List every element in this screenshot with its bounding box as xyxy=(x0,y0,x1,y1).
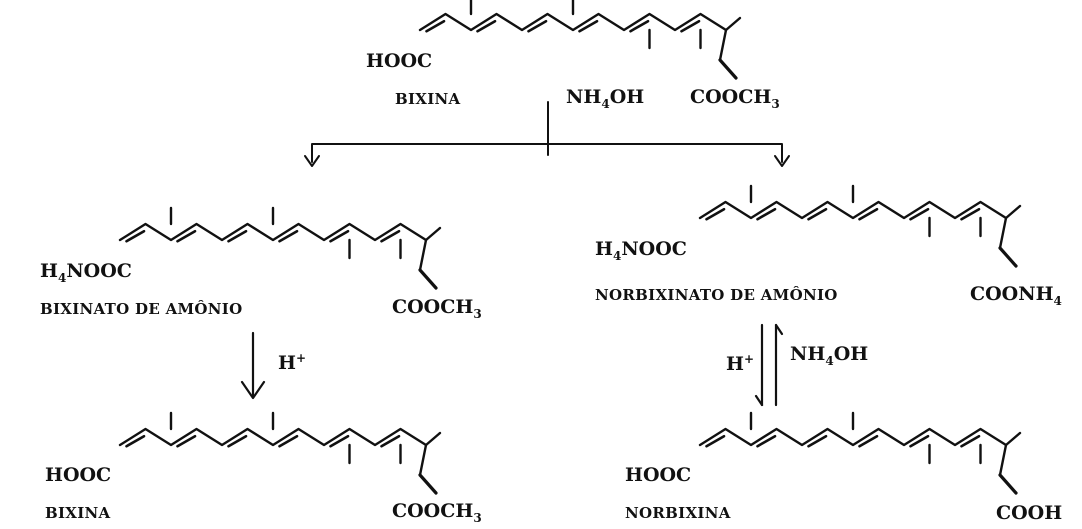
vinyl-bond xyxy=(998,216,1008,250)
double-bond xyxy=(756,207,777,221)
left-mid-ester-group: COOCH3 xyxy=(392,296,482,321)
double-bond xyxy=(380,434,401,448)
left-mid-compound-name: BIXINATO DE AMÔNIO xyxy=(40,300,243,318)
top-ester-group: COOCH3 xyxy=(690,86,780,111)
vinyl-double-bond xyxy=(998,246,1018,268)
double-bond xyxy=(380,229,401,243)
double-bond xyxy=(909,434,930,448)
vinyl-double-bond xyxy=(718,58,738,80)
right-equilibrium-arrows xyxy=(754,323,784,407)
polyene-backbone xyxy=(118,222,428,242)
double-bond xyxy=(125,229,146,243)
vinyl-double-bond xyxy=(418,268,438,290)
double-bond xyxy=(278,434,299,448)
double-bond xyxy=(807,434,828,448)
vinyl-bond xyxy=(718,28,728,62)
right-ammonia-reagent-label: NH4OH xyxy=(790,343,869,368)
split-arrow xyxy=(304,101,790,167)
chain-right-bottom xyxy=(698,411,1022,495)
double-bond xyxy=(756,434,777,448)
right-bottom-compound-name: NORBIXINA xyxy=(625,504,731,522)
double-bond xyxy=(125,434,146,448)
double-bond xyxy=(278,229,299,243)
right-mid-compound-name: NORBIXINATO DE AMÔNIO xyxy=(595,286,838,304)
double-bond xyxy=(527,19,548,33)
double-bond xyxy=(858,434,879,448)
left-mid-acid-group: H4NOOC xyxy=(40,260,132,285)
terminal-methyl xyxy=(424,431,442,447)
polyene-backbone xyxy=(418,12,728,32)
left-bottom-ester-group: COOCH3 xyxy=(392,500,482,525)
polyene-backbone xyxy=(698,200,1008,220)
double-bond xyxy=(909,207,930,221)
chain-left-mid xyxy=(118,206,442,290)
double-bond xyxy=(578,19,599,33)
double-bond xyxy=(329,434,350,448)
chain-top xyxy=(418,0,742,80)
double-bond xyxy=(960,434,981,448)
double-bond xyxy=(329,229,350,243)
left-downward-arrow xyxy=(240,331,266,400)
double-bond xyxy=(705,434,726,448)
double-bond xyxy=(227,434,248,448)
terminal-methyl xyxy=(1004,431,1022,447)
vinyl-double-bond xyxy=(998,473,1018,495)
right-acid-reagent-label: H+ xyxy=(726,352,755,375)
terminal-methyl xyxy=(724,16,742,32)
right-bottom-end-group: COOH xyxy=(996,502,1063,524)
double-bond xyxy=(807,207,828,221)
vinyl-double-bond xyxy=(418,473,438,495)
vinyl-bond xyxy=(998,443,1008,477)
polyene-backbone xyxy=(118,427,428,447)
vinyl-bond xyxy=(418,443,428,477)
double-bond xyxy=(176,434,197,448)
ammonia-reagent-label: NH4OH xyxy=(566,86,645,111)
top-compound-name: BIXINA xyxy=(395,90,461,108)
double-bond xyxy=(680,19,701,33)
left-acid-reagent-label: H+ xyxy=(278,351,307,374)
right-mid-end-group: COONH4 xyxy=(970,283,1062,308)
top-acid-group: HOOC xyxy=(366,50,433,72)
right-bottom-acid-group: HOOC xyxy=(625,464,692,486)
double-bond xyxy=(960,207,981,221)
chain-right-mid xyxy=(698,184,1022,268)
chain-left-bottom xyxy=(118,411,442,495)
left-bottom-compound-name: BIXINA xyxy=(45,504,111,522)
polyene-backbone xyxy=(698,427,1008,447)
double-bond xyxy=(425,19,446,33)
terminal-methyl xyxy=(424,226,442,242)
right-mid-acid-group: H4NOOC xyxy=(595,238,687,263)
left-bottom-acid-group: HOOC xyxy=(45,464,112,486)
vinyl-bond xyxy=(418,238,428,272)
double-bond xyxy=(176,229,197,243)
double-bond xyxy=(476,19,497,33)
double-bond xyxy=(227,229,248,243)
double-bond xyxy=(705,207,726,221)
terminal-methyl xyxy=(1004,204,1022,220)
double-bond xyxy=(858,207,879,221)
double-bond xyxy=(629,19,650,33)
